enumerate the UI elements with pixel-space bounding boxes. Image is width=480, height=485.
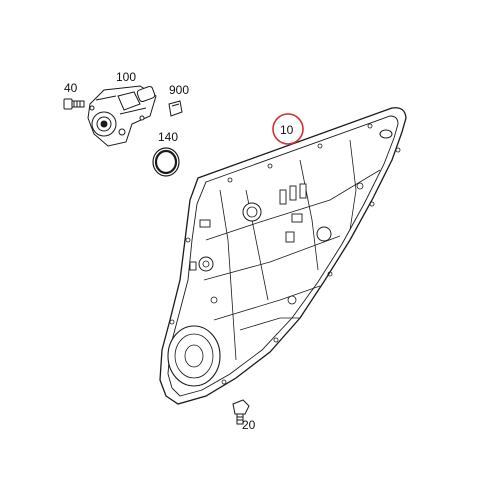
callout-10: 10 <box>280 123 294 137</box>
window-motor-100 <box>87 85 157 147</box>
callout-20: 20 <box>242 418 256 432</box>
door-panel-10 <box>159 107 407 405</box>
callout-140: 140 <box>158 130 178 144</box>
callout-10-highlight-circle <box>272 113 304 145</box>
callout-40: 40 <box>64 81 78 95</box>
bolt-20 <box>232 399 250 425</box>
callout-900: 900 <box>169 83 189 97</box>
seal-ring-140 <box>152 147 180 177</box>
bolt-40 <box>63 98 85 110</box>
clip-900 <box>168 100 183 117</box>
callout-100: 100 <box>116 70 136 84</box>
